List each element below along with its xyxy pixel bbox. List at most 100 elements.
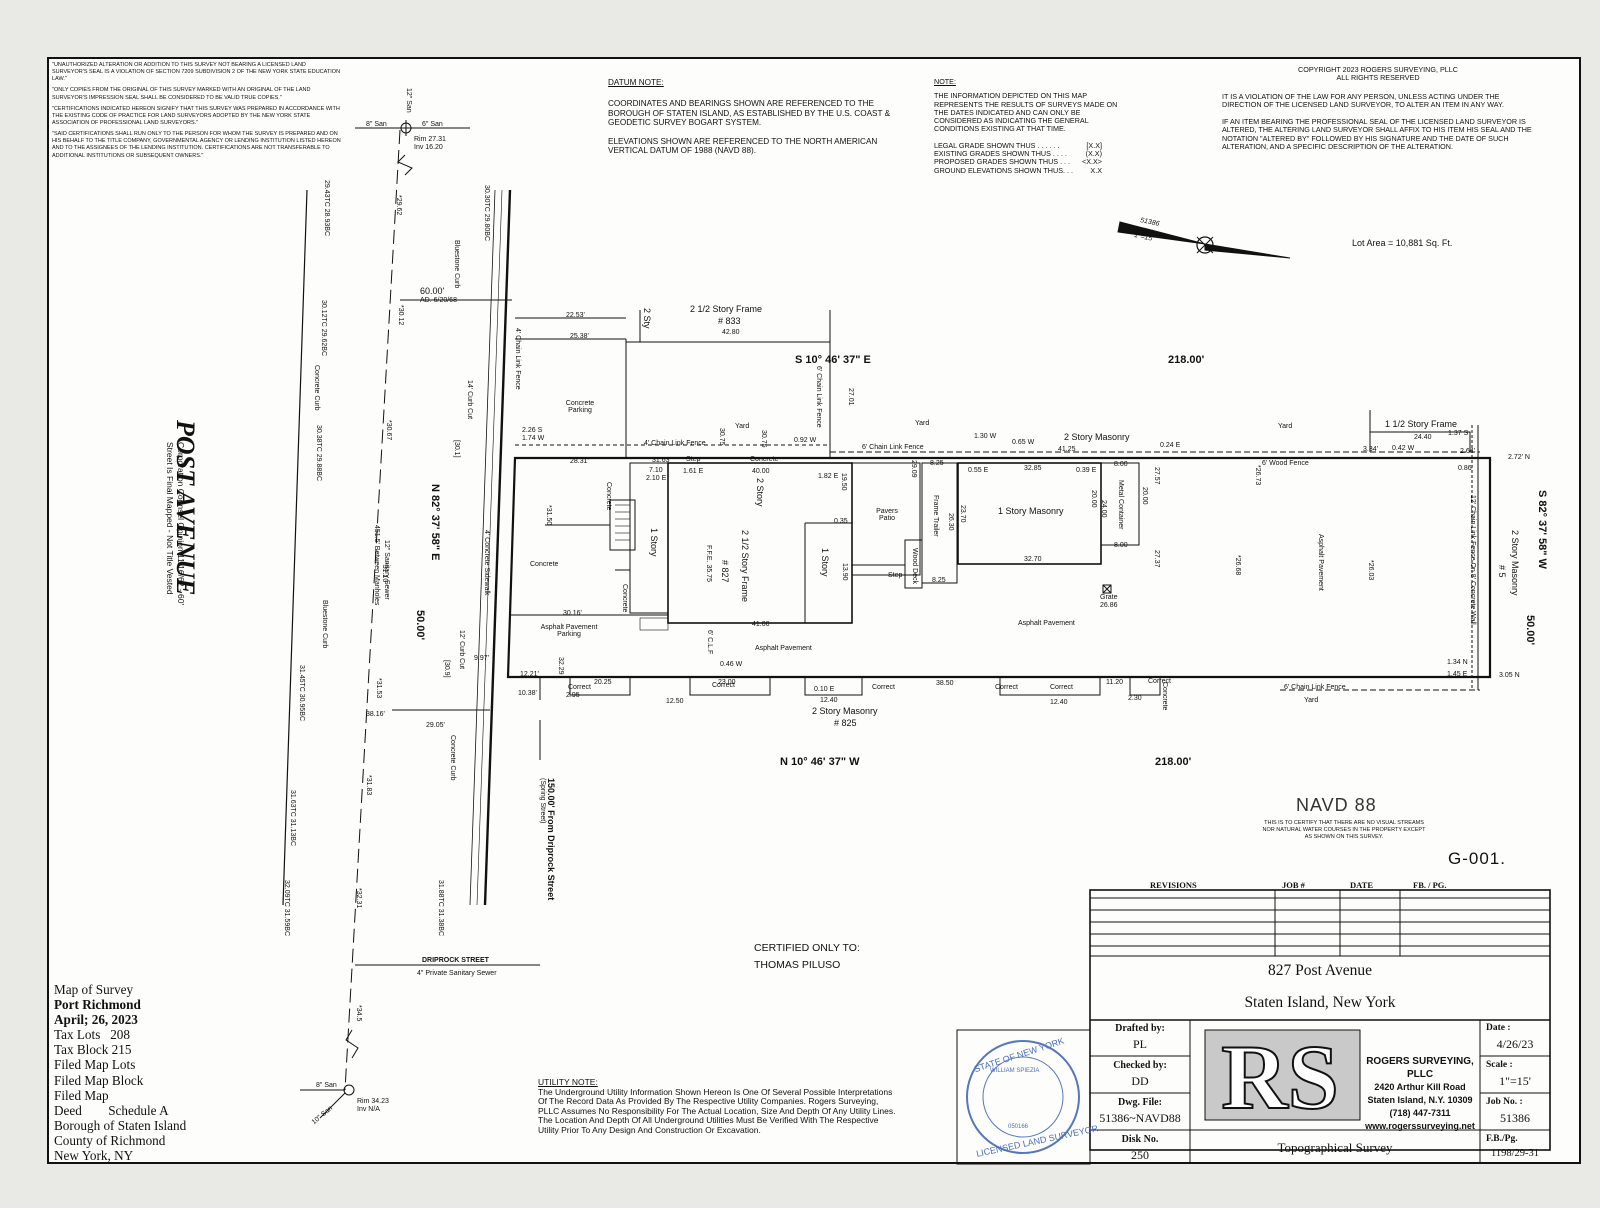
masonry-front: 32.85 [1024,465,1042,472]
curb-elev-3: 30.38TC 29.88BC [315,425,322,482]
sheet-number: G-001. [1448,849,1506,868]
concrete-4: Concrete [621,584,628,613]
distance-driprock: 150.00' From Driprock Street [546,778,556,901]
step-label-2: Step [686,456,701,463]
curb-elev-8: 30.30TC 29.80BC [483,185,490,242]
certified-name: THOMAS PILUSO [754,959,841,971]
dim-9-97: 9.97' [474,655,489,662]
two-masonry-north: 2 Story Masonry [1064,432,1130,442]
concrete-sidewalk: 4' Concrete Sidewalk [483,530,490,596]
copyright-l1: COPYRIGHT 2023 ROGERS SURVEYING, PLLC [1298,65,1458,74]
dim-0-86: 0.86' [1458,465,1473,472]
dim-19-50: 19.50 [840,473,847,491]
elev-street-1: *29.62 [395,195,402,216]
bearing-south: N 10° 46' 37" W [780,756,860,768]
lot-boundary [506,456,1492,679]
one-story-west: 1 Story [649,528,659,557]
map-info-1: Port Richmond [54,997,141,1013]
certified-label: CERTIFIED ONLY TO: [754,942,860,954]
note-title: NOTE: [934,77,956,86]
dim-2-10: 2.10 E [646,475,667,482]
curb-elev-7: 31.88TC 31.38BC [437,880,444,937]
map-info-3: Tax Lots 208 [54,1027,130,1043]
dim-38-16: 38.16' [366,711,385,718]
dim-10-38: 10.38' [518,690,537,697]
inv-2: Inv N/A [357,1106,380,1113]
elev-lot-2: *26.73 [1254,465,1261,486]
company-addr1: 2420 Arthur Kill Road [1374,1082,1466,1092]
spring-street: (Spring Street) [539,778,546,824]
dim-29-09: 29.09 [910,460,917,478]
yard-2: Yard [915,420,930,427]
company-name: ROGERS SURVEYING, PLLC [1366,1056,1474,1080]
dim-25-38: 25.38' [570,333,589,340]
map-info-7: Filed Map [54,1087,109,1103]
note-left-4: "SAID CERTIFICATIONS SHALL RUN ONLY TO T… [52,131,341,159]
map-info-4: Tax Block 215 [54,1042,132,1058]
san-4: 8" San [316,1082,337,1089]
note-p1: THE INFORMATION DEPICTED ON THIS MAP REP… [934,91,1118,134]
date-label: Date : [1486,1023,1511,1033]
dim-3-34: 3.34' [1363,446,1378,453]
dim-37-50: 30.75 [718,428,725,446]
company-phone: (718) 447-7311 [1389,1108,1451,1118]
utility-text: The Underground Utility Information Show… [538,1086,896,1135]
legend-existing-sym: (X.X) [1085,148,1102,158]
checked-value: DD [1131,1074,1149,1088]
sidewalk-line [476,189,503,906]
dim-8-00: 8.00 [1114,461,1128,468]
bldg-833-label: 2 1/2 Story Frame [690,304,763,314]
dim-32-29: 32.29 [557,657,564,675]
dim-2-30: 2.30 [1128,695,1142,702]
map-info-6: Filed Map Block [54,1072,144,1088]
dim-24-00: 24.00 [1100,500,1107,518]
utility-title: UTILITY NOTE: [538,1077,598,1087]
two-masonry-south: 2 Story Masonry [812,706,878,716]
bldg-2-sty: 2 Sty [642,308,652,329]
company-block: ROGERS SURVEYING, PLLC 2420 Arthur Kill … [1362,1055,1478,1133]
rev-header-date: DATE [1350,880,1373,890]
dwg-label: Dwg. File: [1118,1097,1162,1108]
rev-header-revisions: REVISIONS [1150,880,1197,890]
bldg-827-label: 2 1/2 Story Frame [740,530,750,603]
dim-8-25b: 8.25 [932,577,946,584]
copyright-p2: IF AN ITEM BEARING THE PROFESSIONAL SEAL… [1222,117,1532,151]
dim-0-39: 0.39 E [1076,467,1097,474]
date-value: 4/26/23 [1496,1037,1534,1051]
east-2-story-masonry: 2 Story Masonry [1510,530,1520,596]
ffe: F.F.E. 35.75 [705,545,712,582]
dim-23-70: 23.70 [959,505,966,523]
dim-27-57: 27.57 [1153,467,1160,485]
two-story: 2 Story [755,478,765,507]
map-info-5: Filed Map Lots [54,1057,136,1073]
dim-20-00: 20.00 [1090,490,1097,508]
dim-0-10: 0.10 E [814,686,835,693]
dim-30-75: 30.75 [760,430,767,448]
dim-0-65: 0.65 W [1012,439,1035,446]
dim-2-64: 2.64' [1460,448,1475,455]
curb-elev-1: 29.43TC 28.93BC [323,180,330,237]
curb-elev-2: 30.12TC 29.62BC [320,300,327,357]
dim-29-05: 29.05' [426,722,445,729]
dim-23-00: 23.00 [718,679,736,686]
general-note: NOTE: THE INFORMATION DEPICTED ON THIS M… [934,77,1124,175]
map-info-10: County of Richmond [54,1132,166,1148]
one-story-east: 1 Story [820,548,830,577]
clf: 6' C.L.F [706,630,713,655]
survey-sheet [47,57,1581,1164]
chain-fence-6-south: 6' Chain Link Fence [1284,684,1346,691]
dim-2-26: 2.26 S [522,427,543,434]
east-1-half-story: 1 1/2 Story Frame [1385,419,1458,429]
curb-elev-6: 32.09TC 31.59BC [283,880,290,937]
dim-3-05: 3.05 N [1499,672,1520,679]
dim-0-46: 0.46 W [720,661,743,668]
dim-12-40: 12.40 [1050,699,1068,706]
drafted-value: PL [1132,1037,1147,1051]
job-value: 51386 [1500,1111,1530,1125]
curb-cut-1: 14' Curb Cut [466,380,473,420]
street-centerline-west [282,189,308,906]
chain-fence-12: 12' Chain Link Fence On 8' Concrete Wall [1469,495,1476,625]
yard-3: Yard [1278,423,1293,430]
length-south: 218.00' [1155,756,1192,768]
